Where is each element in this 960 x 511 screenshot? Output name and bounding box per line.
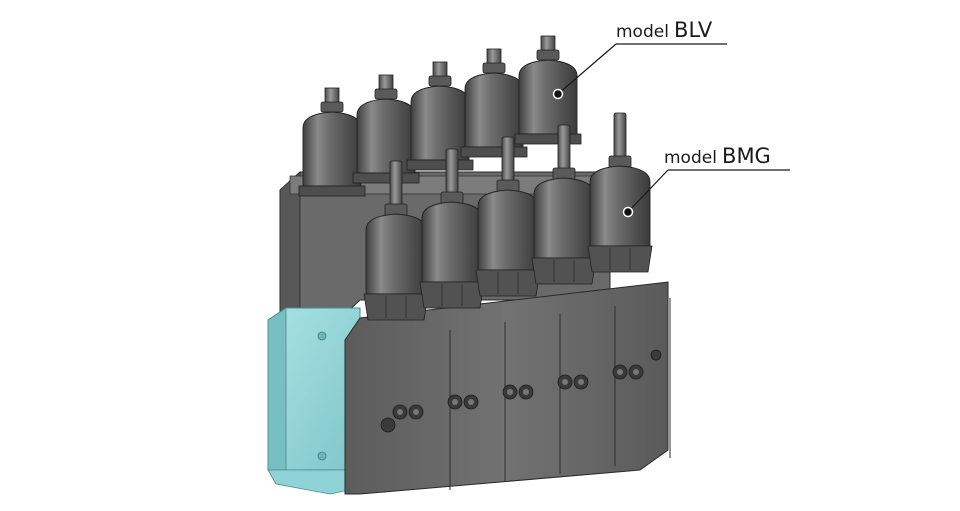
leader-dot-blv xyxy=(552,88,564,100)
callout-prefix: model xyxy=(664,148,717,168)
bmg-valve xyxy=(363,160,429,321)
bmg-valve xyxy=(419,148,485,309)
blv-valve xyxy=(460,48,528,158)
callout-label-bmg: model BMG xyxy=(664,146,771,167)
bmg-valve xyxy=(475,136,541,297)
front-valve-row xyxy=(363,112,653,321)
callout-leaders xyxy=(552,43,790,218)
port-hole xyxy=(380,417,396,433)
callout-prefix: model xyxy=(616,22,669,42)
bmg-valve xyxy=(531,124,597,285)
bmg-valve xyxy=(587,112,653,273)
transparent-end-plate xyxy=(267,307,369,495)
leader-line-blv xyxy=(557,43,617,95)
manifold-block xyxy=(344,281,671,495)
callout-model: BMG xyxy=(722,144,771,168)
blv-valve xyxy=(406,61,474,171)
rear-valve-row xyxy=(298,35,582,197)
leader-dot-bmg xyxy=(622,206,634,218)
callout-label-blv: model BLV xyxy=(616,20,712,41)
blv-valve xyxy=(514,35,582,145)
port-hole xyxy=(650,349,662,361)
callout-model: BLV xyxy=(674,18,713,42)
leader-line-bmg xyxy=(627,169,669,213)
